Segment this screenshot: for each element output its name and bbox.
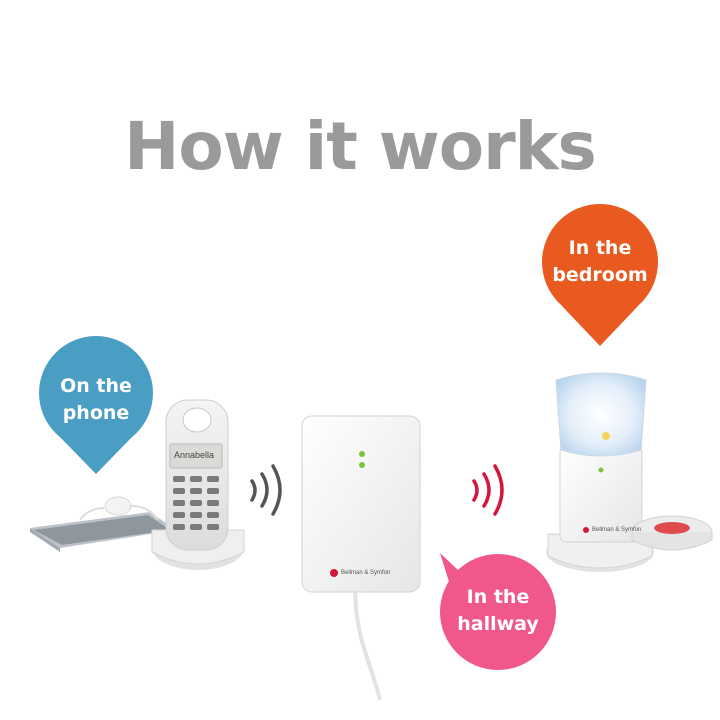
brand-text-receiver: Bellman & Symfon (341, 570, 391, 576)
page-title: How it works (124, 108, 597, 185)
brand-text-lamp: Bellman & Symfon (592, 527, 642, 533)
label-hallway-line1: In the (466, 586, 530, 608)
label-bedroom-line1: In the (568, 237, 632, 259)
label-phone-line1: On the (60, 375, 132, 397)
label-phone: On the phone (40, 373, 152, 427)
phone-screen-name: Annabella (174, 450, 215, 460)
signal-waves-icon (472, 464, 504, 516)
label-pin-phone (39, 336, 153, 474)
label-bedroom: In the bedroom (542, 235, 658, 289)
receiver-box-icon (301, 415, 421, 701)
label-bedroom-line2: bedroom (552, 264, 648, 286)
signal-waves-icon (250, 464, 282, 516)
label-hallway: In the hallway (440, 584, 556, 638)
lamp-flash-icon (546, 372, 654, 572)
bed-shaker-icon (631, 515, 713, 551)
label-hallway-line2: hallway (457, 613, 539, 635)
cordless-phone-icon (151, 399, 245, 570)
smartphone-icon (30, 496, 176, 552)
label-phone-line2: phone (62, 402, 130, 424)
label-pin-hallway (440, 553, 556, 670)
label-pin-bedroom (542, 204, 658, 346)
